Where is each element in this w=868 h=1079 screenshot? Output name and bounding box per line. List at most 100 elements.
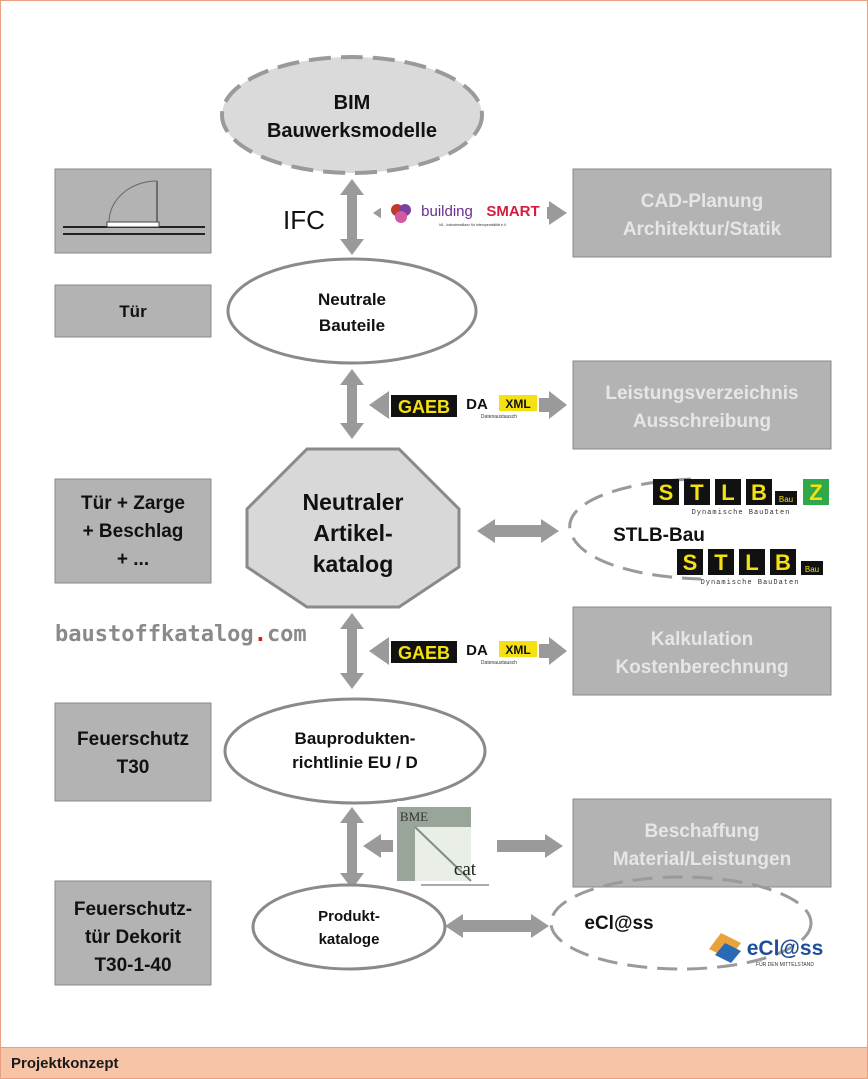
kalkulation-line-2: Kostenberechnung [615, 657, 788, 678]
stlb-bottom-bau: Bau [805, 565, 819, 574]
feuerschutztuer-line-3: T30-1-40 [94, 955, 171, 976]
gaeb-upper-sub: Datenaustausch [481, 414, 517, 420]
kalkulation-box [572, 606, 832, 696]
gaeb-upper-text: GAEB [398, 397, 450, 417]
gaeb-lower-sub: Datenaustausch [481, 660, 517, 666]
tuer-box [54, 284, 212, 338]
bauprodukten-ellipse [223, 697, 487, 805]
stlb-bottom-l: L [745, 550, 758, 575]
feuerschutztuer-line-1: Feuerschutz- [74, 899, 192, 920]
gaeb-logo-lower: GAEB DA XML Datenaustausch [389, 639, 539, 666]
tuer-zarge-box [54, 478, 212, 584]
produktkataloge-ellipse [251, 883, 447, 971]
cad-line-2: Architektur/Statik [623, 219, 782, 240]
neutrale-bauteile-line-1: Neutrale [318, 290, 386, 309]
buildingsmart-text-a: building [421, 203, 473, 220]
stlb-top-b: B [751, 480, 767, 505]
buildingsmart-logo: building SMART IAI - Industrieallianz fü… [381, 197, 547, 229]
stlb-top-l: L [721, 480, 734, 505]
bmecat-logo: BME cat [397, 801, 489, 887]
ifc-label: IFC [283, 205, 325, 235]
feuerschutztuer-line-2: tür Dekorit [85, 927, 182, 948]
artikelkatalog-line-1: Neutraler [303, 489, 404, 515]
stlb-top-sub: Dynamische BauDaten [692, 509, 791, 517]
stlb-bau-logo: S T L B Bau Dynamische BauDaten [677, 549, 823, 587]
vertical-arrows [340, 179, 364, 889]
artikelkatalog-line-3: katalog [313, 551, 394, 577]
tuer-label: Tür [119, 302, 147, 321]
eclass-label: eCl@ss [584, 913, 653, 934]
lv-line-2: Ausschreibung [633, 411, 771, 432]
lv-box [572, 360, 832, 450]
feuerschutz-box [54, 702, 212, 802]
arrow-bmecat-left [363, 834, 393, 858]
caption-label: Projektkonzept [11, 1055, 119, 1072]
door-drawing-icon [63, 180, 205, 235]
buildingsmart-mark-icon [391, 204, 411, 223]
beschaffung-line-2: Material/Leistungen [613, 849, 791, 870]
bim-ellipse [220, 55, 484, 175]
kalkulation-line-1: Kalkulation [651, 629, 753, 650]
baustoffkatalog-pre: baustoffkatalog [55, 622, 254, 647]
neutrale-bauteile-line-2: Bauteile [319, 316, 385, 335]
arrow-bmecat-beschaffung [497, 834, 563, 858]
eclass-logo-sub: FÜR DEN MITTELSTAND [756, 961, 814, 968]
bim-line-2: Bauwerksmodelle [267, 120, 437, 142]
arrow-bauteile-katalog [340, 369, 364, 439]
eclass-dashed-ellipse [549, 875, 813, 971]
stlb-bottom-s: S [683, 550, 698, 575]
stlb-top-bau: Bau [779, 495, 793, 504]
arrow-katalog-stlb [477, 519, 559, 543]
tuer-zarge-line-3: + ... [117, 549, 149, 570]
cad-line-1: CAD-Planung [641, 191, 763, 212]
lv-line-1: Leistungsverzeichnis [605, 383, 798, 404]
eclass-logo: eCl@ss FÜR DEN MITTELSTAND [709, 933, 823, 968]
bmecat-text-a: BME [400, 809, 428, 824]
baustoffkatalog-post: com [267, 622, 307, 647]
feuerschutztuer-box [54, 880, 212, 986]
stlb-dashed-ellipse [568, 477, 702, 581]
beschaffung-line-1: Beschaffung [644, 821, 759, 842]
stlb-label: STLB-Bau [613, 525, 705, 546]
produktkataloge-line-1: Produkt- [318, 908, 380, 925]
stlb-bottom-sub: Dynamische BauDaten [701, 579, 800, 587]
produktkataloge-line-2: kataloge [319, 931, 380, 948]
gaeb-lower-xml: XML [505, 643, 530, 657]
stlb-top-s: S [659, 480, 674, 505]
gaeb-lower-da: DA [466, 642, 488, 659]
arrow-katalog-bauprodukten [340, 613, 364, 689]
stlb-bau-z-logo: S T L B Bau Z Dynamische BauDaten [653, 479, 829, 517]
buildingsmart-sub: IAI - Industrieallianz für Interoperabil… [439, 223, 507, 227]
baustoffkatalog-dot: . [254, 622, 267, 647]
caption-bar: Projektkonzept [1, 1047, 867, 1078]
feuerschutz-line-1: Feuerschutz [77, 729, 189, 750]
neutrale-bauteile-ellipse [226, 257, 478, 365]
beschaffung-box [572, 798, 832, 888]
buildingsmart-text-b: SMART [486, 203, 539, 220]
artikelkatalog-octagon [245, 447, 461, 609]
baustoffkatalog-wordmark: baustoffkatalog.com [55, 622, 307, 647]
artikelkatalog-line-2: Artikel- [313, 520, 392, 546]
bauprodukten-line-2: richtlinie EU / D [292, 753, 418, 772]
gaeb-lower-text: GAEB [398, 643, 450, 663]
stlb-top-z: Z [809, 480, 822, 505]
stlb-bottom-b: B [775, 550, 791, 575]
eclass-logo-text: eCl@ss [747, 937, 824, 960]
arrow-bauprodukten-produktkataloge [340, 807, 364, 889]
concept-diagram: BIM Bauwerksmodelle Neutrale Bauteile Ne… [54, 55, 832, 986]
door-drawing-box [54, 168, 212, 254]
cad-box [572, 168, 832, 258]
feuerschutz-line-2: T30 [117, 757, 150, 778]
tuer-zarge-line-2: + Beschlag [83, 521, 184, 542]
gaeb-upper-xml: XML [505, 397, 530, 411]
gaeb-upper-da: DA [466, 396, 488, 413]
bim-line-1: BIM [334, 92, 371, 114]
bauprodukten-line-1: Bauprodukten- [295, 729, 416, 748]
bmecat-text-b: cat [454, 859, 477, 880]
stlb-bottom-t: T [714, 550, 728, 575]
stlb-top-t: T [690, 480, 704, 505]
tuer-zarge-line-1: Tür + Zarge [81, 493, 185, 514]
arrow-bim-bauteile [340, 179, 364, 255]
gaeb-logo-upper: GAEB DA XML Datenaustausch [389, 393, 539, 420]
